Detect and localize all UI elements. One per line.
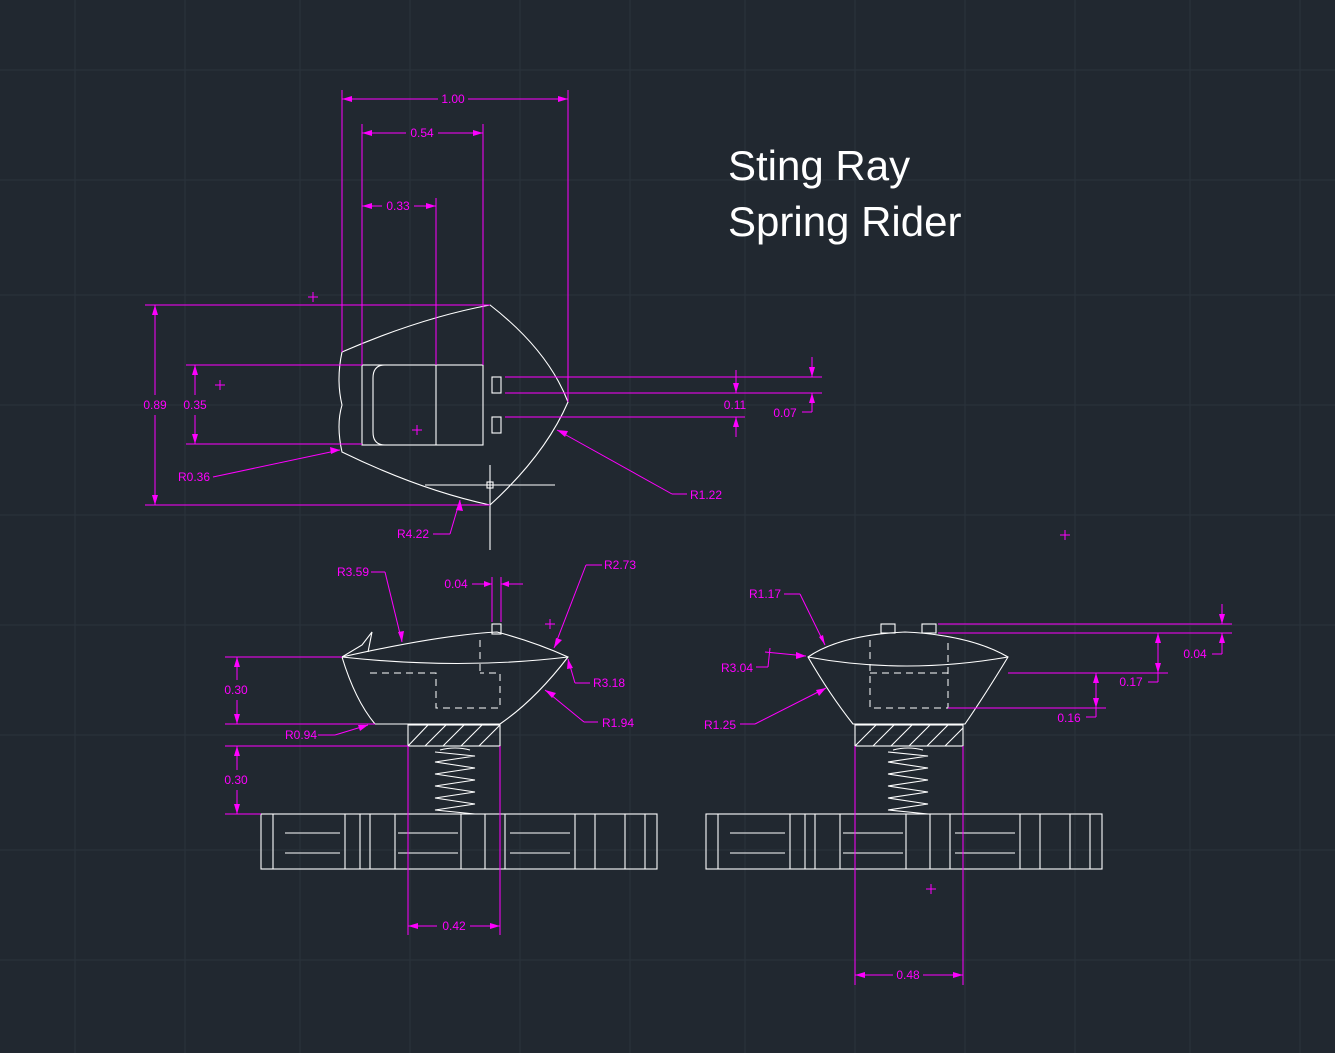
- dim-radius-nose-top: R2.73: [604, 558, 636, 572]
- dim-radius-nose: R3.18: [593, 676, 625, 690]
- dim-handle-width: 0.04: [444, 577, 468, 591]
- dim-height-inner: 0.35: [183, 398, 207, 412]
- dim-radius-belly: R1.94: [602, 716, 634, 730]
- handle-slot-1: [491, 376, 502, 394]
- dim-width-mid: 0.54: [410, 126, 434, 140]
- front-view[interactable]: 0.04 0.17 0.16 0.48 R1.17 R3.04 R1.25: [704, 587, 1232, 985]
- front-base-platform: [705, 813, 1103, 870]
- dim-handle-height: 0.04: [1183, 647, 1207, 661]
- dim-slot-spacing: 0.11: [724, 398, 747, 412]
- handle-slot-2: [491, 416, 502, 434]
- front-spring: [887, 751, 929, 815]
- dim-width-inner: 0.33: [386, 199, 410, 213]
- crosshair-markers: [215, 292, 1070, 894]
- dim-spring-height: 0.30: [224, 773, 248, 787]
- side-handle: [491, 623, 502, 635]
- dim-slot-width: 0.07: [773, 406, 797, 420]
- dim-width-overall: 1.00: [441, 92, 465, 106]
- dim-height-overall: 0.89: [143, 398, 167, 412]
- title-line-2: Spring Rider: [728, 198, 961, 245]
- front-handle-left: [880, 623, 896, 634]
- seat-rect: [361, 364, 484, 446]
- dim-base-width: 0.42: [442, 919, 466, 933]
- front-handle-right: [921, 623, 937, 634]
- side-seat-base: [407, 724, 501, 747]
- top-view-outline: [338, 304, 569, 506]
- side-spring: [434, 751, 476, 815]
- front-body-outline: [807, 631, 1009, 725]
- top-view[interactable]: 1.00 0.54 0.33 0.89 0.35 0.11 0.07 R0.36…: [143, 90, 1070, 894]
- seat-curve: [372, 364, 386, 446]
- dim-radius-top: R3.59: [337, 565, 369, 579]
- title-line-1: Sting Ray: [728, 142, 910, 189]
- dim-front-radius-top: R1.17: [749, 587, 781, 601]
- dim-cap-height: 0.17: [1119, 675, 1143, 689]
- dim-front-radius-side: R3.04: [721, 661, 753, 675]
- side-body-outline: [341, 631, 569, 725]
- dim-radius-left: R0.36: [178, 470, 210, 484]
- side-base-platform: [260, 813, 658, 870]
- dim-body-height: 0.30: [224, 683, 248, 697]
- dim-radius-bottom: R4.22: [397, 527, 429, 541]
- side-view[interactable]: 0.30 0.30 0.42 0.04 R3.59 R2.73 R3.18 R1…: [224, 558, 658, 935]
- dim-front-radius-bottom: R1.25: [704, 718, 736, 732]
- dim-body-height-front: 0.16: [1057, 711, 1081, 725]
- dim-radius-right: R1.22: [690, 488, 722, 502]
- dim-base-width-front: 0.48: [896, 968, 920, 982]
- dim-radius-tail: R0.94: [285, 728, 317, 742]
